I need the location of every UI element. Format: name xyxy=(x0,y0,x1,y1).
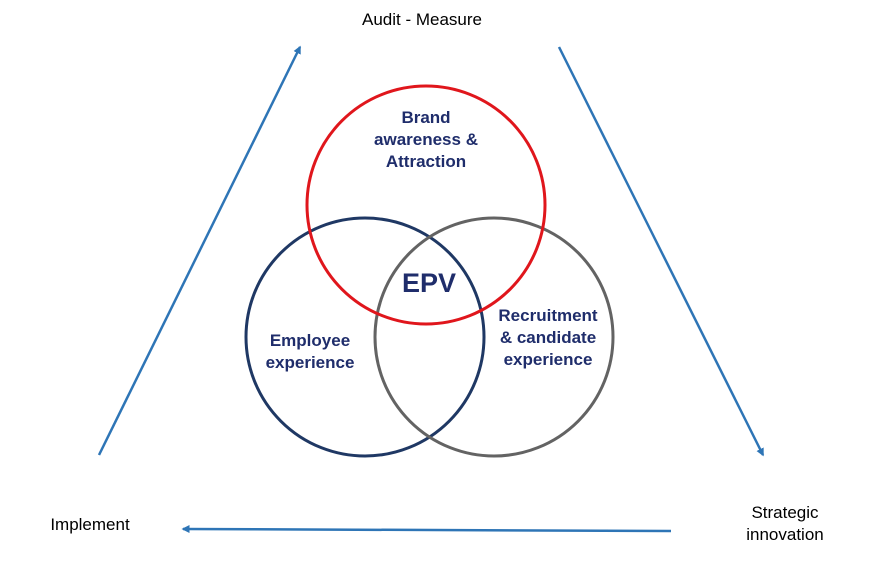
stage-implement-label: Implement xyxy=(50,515,130,534)
stage-audit-measure-label: Audit - Measure xyxy=(362,10,482,29)
epv-center-label: EPV xyxy=(401,268,457,298)
arrow-audit-to-strategic xyxy=(557,46,765,457)
employee-line-2: experience xyxy=(265,352,355,372)
employee-experience-circle xyxy=(244,216,486,458)
brand-awareness-circle xyxy=(305,84,547,326)
recruitment-experience-label: Recruitment & candidate experience xyxy=(478,305,618,370)
brand-line-2: awareness & xyxy=(374,129,478,149)
brand-line-1: Brand xyxy=(401,108,451,127)
employee-line-1: Employee xyxy=(269,331,351,350)
recruitment-line-2: & candidate xyxy=(499,327,597,347)
recruitment-experience-circle xyxy=(373,216,615,458)
employee-experience-label: Employee experience xyxy=(240,330,380,374)
recruitment-line-3: experience xyxy=(503,349,593,369)
stage-strategic-line-1: Strategic xyxy=(751,503,819,522)
recruitment-line-1: Recruitment xyxy=(498,306,598,325)
stage-strategic-innovation-label: Strategic innovation xyxy=(720,502,850,546)
arrow-implement-to-audit xyxy=(97,45,302,456)
arrow-strategic-to-implement xyxy=(181,525,672,534)
brand-line-3: Attraction xyxy=(385,151,467,171)
brand-awareness-label: Brand awareness & Attraction xyxy=(346,107,506,172)
stage-strategic-line-2: innovation xyxy=(746,524,824,544)
